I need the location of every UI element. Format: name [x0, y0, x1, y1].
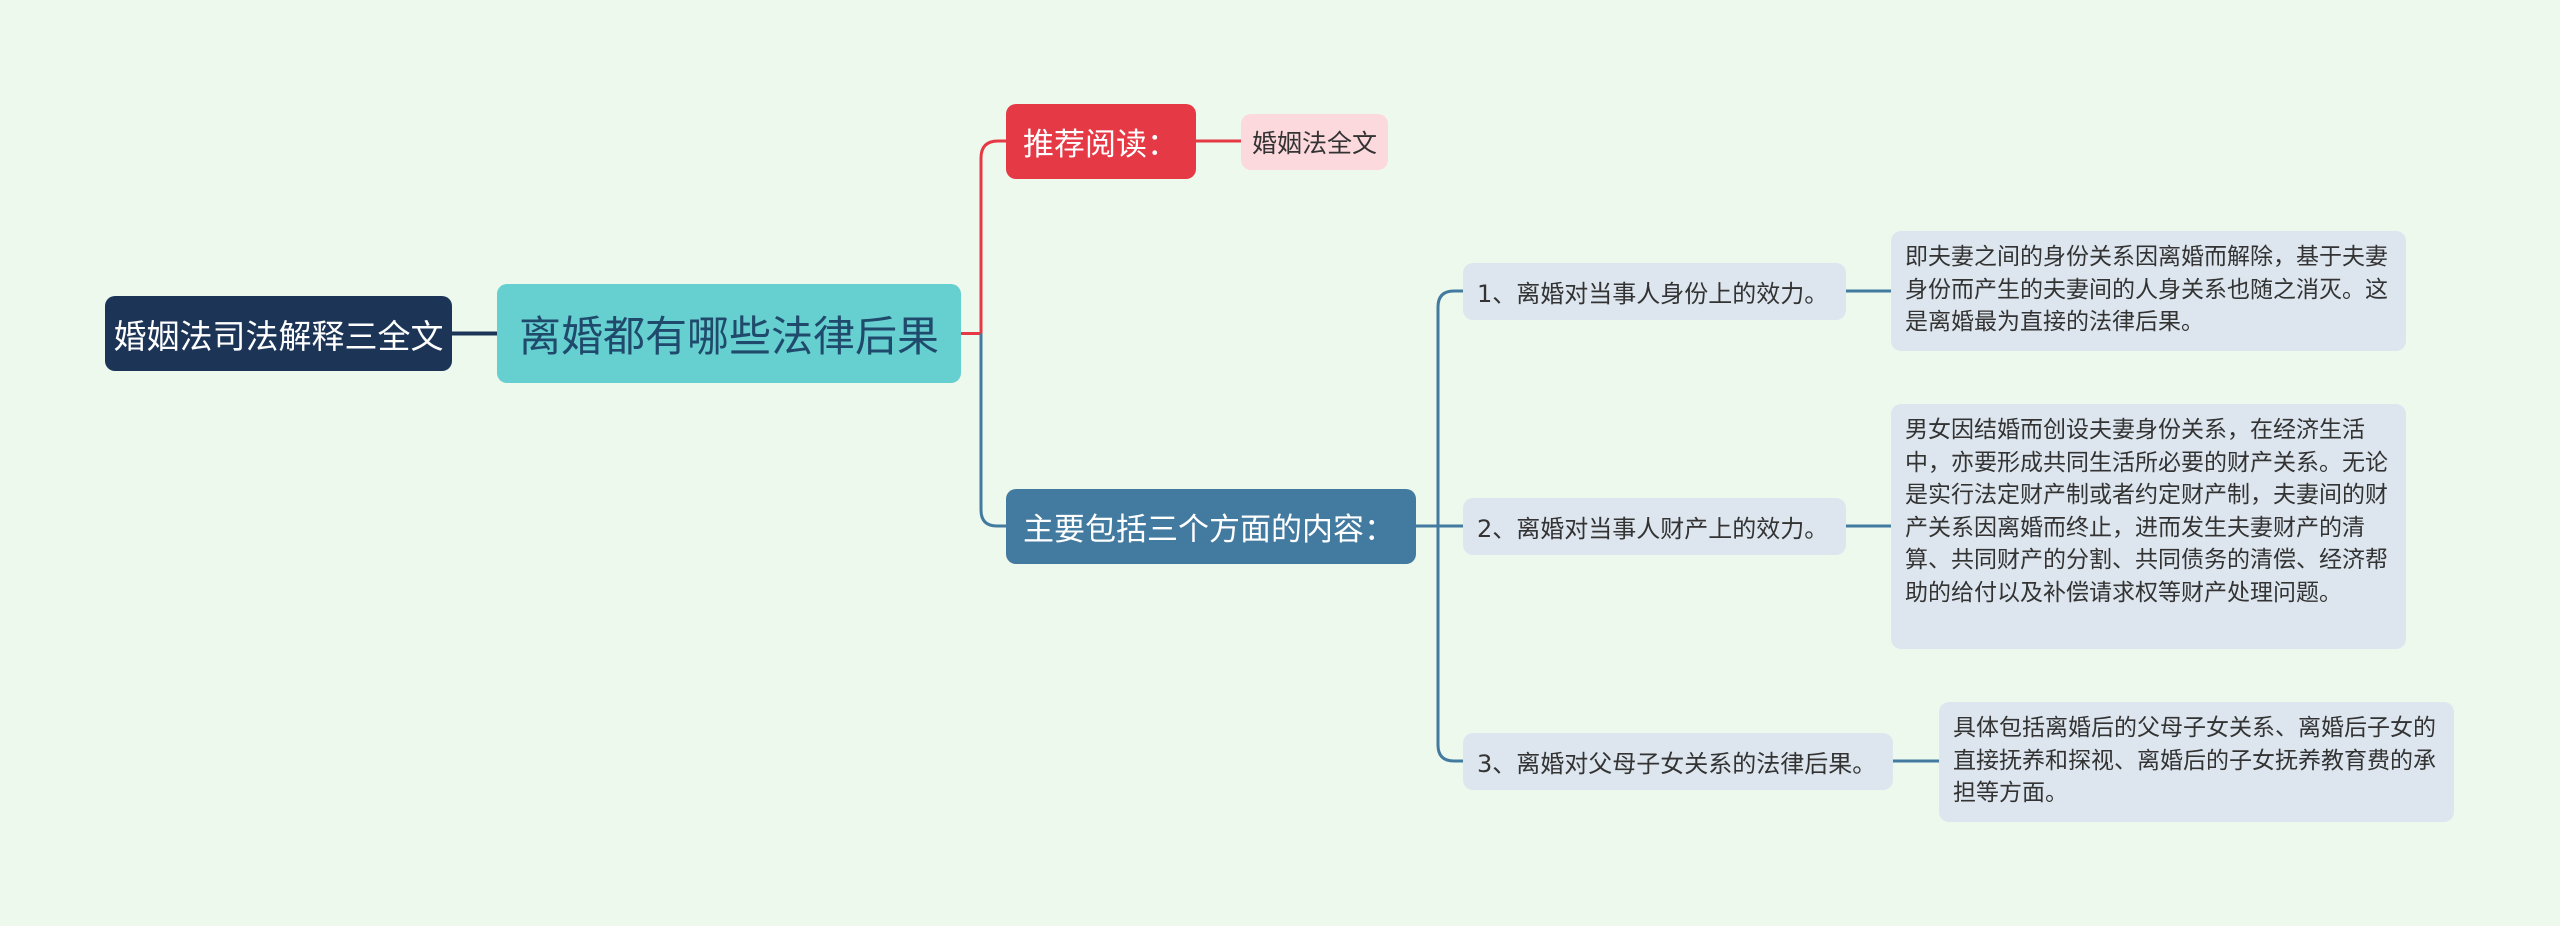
root-topic[interactable]: 离婚都有哪些法律后果	[497, 284, 961, 383]
connector-main-item-1	[1436, 289, 1463, 526]
node-detail-property-effect[interactable]: 男女因结婚而创设夫妻身份关系，在经济生活中，亦要形成共同生活所必要的财产关系。无…	[1891, 404, 2406, 649]
node-detail-parent-child-effect[interactable]: 具体包括离婚后的父母子女关系、离婚后子女的直接抚养和探视、离婚后的子女抚养教育费…	[1939, 702, 2454, 822]
node-detail-text: 即夫妻之间的身份关系因离婚而解除，基于夫妻身份而产生的夫妻间的人身关系也随之消灭…	[1905, 244, 2388, 335]
node-item-property-effect[interactable]: 2、离婚对当事人财产上的效力。	[1463, 498, 1846, 555]
node-detail-identity-effect[interactable]: 即夫妻之间的身份关系因离婚而解除，基于夫妻身份而产生的夫妻间的人身关系也随之消灭…	[1891, 231, 2406, 351]
root-topic-label: 离婚都有哪些法律后果	[518, 312, 939, 361]
node-label: 3、离婚对父母子女关系的法律后果。	[1477, 750, 1877, 778]
node-label: 1、离婚对当事人身份上的效力。	[1477, 280, 1829, 308]
node-detail-text: 具体包括离婚后的父母子女关系、离婚后子女的直接抚养和探视、离婚后的子女抚养教育费…	[1953, 715, 2436, 806]
node-label: 婚姻法司法解释三全文	[113, 316, 444, 356]
node-main-contents[interactable]: 主要包括三个方面的内容：	[1006, 489, 1416, 564]
node-marriage-law-interpretation-3[interactable]: 婚姻法司法解释三全文	[105, 296, 452, 371]
node-label: 主要包括三个方面的内容：	[1023, 512, 1395, 548]
node-item-identity-effect[interactable]: 1、离婚对当事人身份上的效力。	[1463, 263, 1846, 320]
node-label: 推荐阅读：	[1023, 127, 1178, 163]
node-label: 婚姻法全文	[1251, 129, 1377, 158]
node-label: 2、离婚对当事人财产上的效力。	[1477, 515, 1829, 543]
node-detail-text: 男女因结婚而创设夫妻身份关系，在经济生活中，亦要形成共同生活所必要的财产关系。无…	[1905, 417, 2388, 606]
node-recommended-reading[interactable]: 推荐阅读：	[1006, 104, 1196, 179]
node-marriage-law-full-text[interactable]: 婚姻法全文	[1241, 114, 1388, 170]
connector-main-item-3	[1436, 526, 1463, 763]
connector-root-main	[979, 333, 1006, 528]
node-item-parent-child-effect[interactable]: 3、离婚对父母子女关系的法律后果。	[1463, 733, 1893, 790]
connector-root-recommend	[961, 139, 1006, 335]
